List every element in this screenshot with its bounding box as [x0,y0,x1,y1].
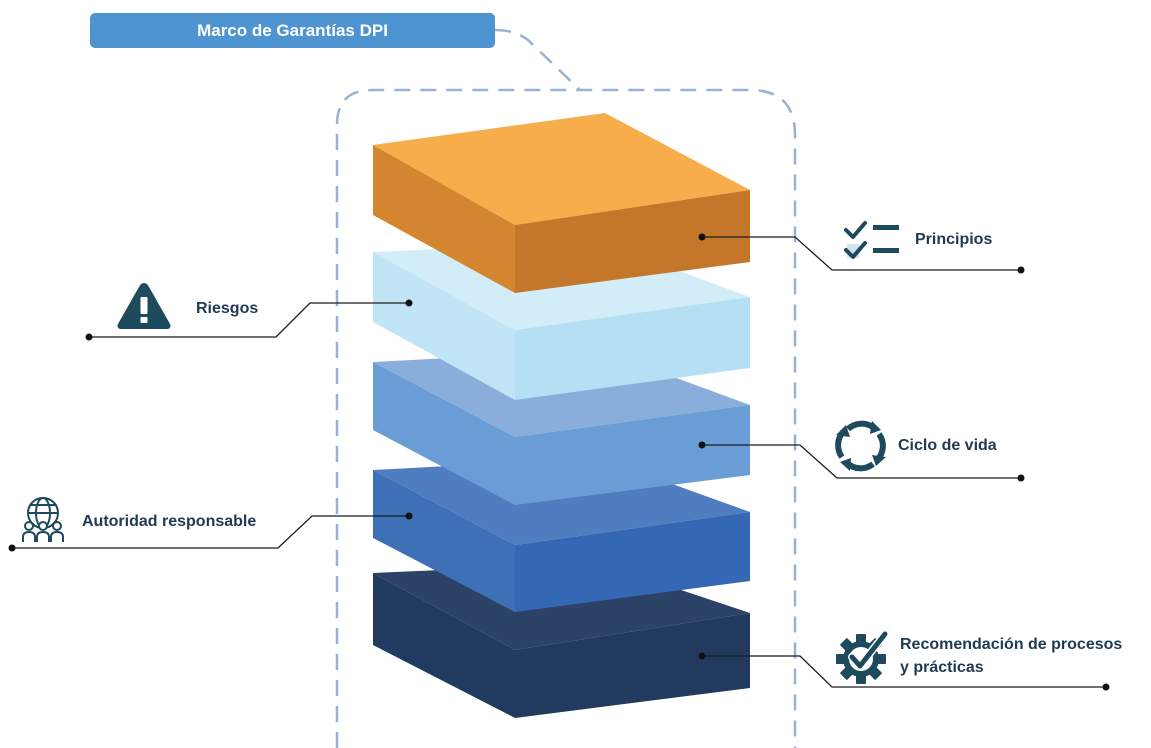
leader-dot-ciclo-start [698,441,706,449]
diagram-title-text: Marco de Garantías DPI [197,20,388,40]
layer-principios [373,113,750,293]
label-autoridad-responsable: Autoridad responsable [82,513,257,530]
leader-line-riesgos [89,302,409,338]
layer-ciclo-left [373,362,515,505]
leader-dot-recomendacion-start [698,652,706,660]
leader-line-recomendacion [702,655,1106,688]
leader-dot-principios-start [698,233,706,241]
label-recomendacion-line2: y prácticas [900,659,984,676]
cycle-arrows-icon [835,420,886,472]
layer-riesgos-front [515,297,750,400]
leader-dot-autoridad-end [8,544,16,552]
layer-recomendacion-front [515,613,750,718]
diagram-title: Marco de Garantías DPI [90,13,495,48]
leader-line-autoridad [12,515,409,549]
layer-principios-left [373,145,515,293]
layer-principios-front [515,190,750,293]
title-connector-dashed [494,28,581,91]
label-riesgos: Riesgos [196,300,259,317]
layer-recomendacion-left [373,573,515,718]
layer-autoridad-front [515,512,750,612]
layer-autoridad-left [373,470,515,612]
warning-triangle-icon [117,283,171,329]
layer-principios-top [373,113,750,225]
label-recomendacion-line1: Recomendación de procesos [900,636,1123,653]
label-ciclo-de-vida: Ciclo de vida [898,437,997,454]
layer-riesgos-left [373,252,515,400]
leader-dot-recomendacion-end [1102,683,1110,691]
leader-dot-riesgos-end [85,333,93,341]
gear-check-icon [836,630,889,684]
leader-dot-principios-end [1017,266,1025,274]
leader-dot-ciclo-end [1017,474,1025,482]
checklist-icon [844,221,899,259]
people-network-icon [22,497,64,542]
dashed-frame [335,88,797,748]
leader-dot-riesgos-start [405,299,413,307]
leader-line-ciclo [702,444,1021,479]
label-principios: Principios [915,231,993,248]
layer-ciclo-front [515,405,750,505]
leader-line-principios [702,236,1021,271]
leader-dot-autoridad-start [405,512,413,520]
